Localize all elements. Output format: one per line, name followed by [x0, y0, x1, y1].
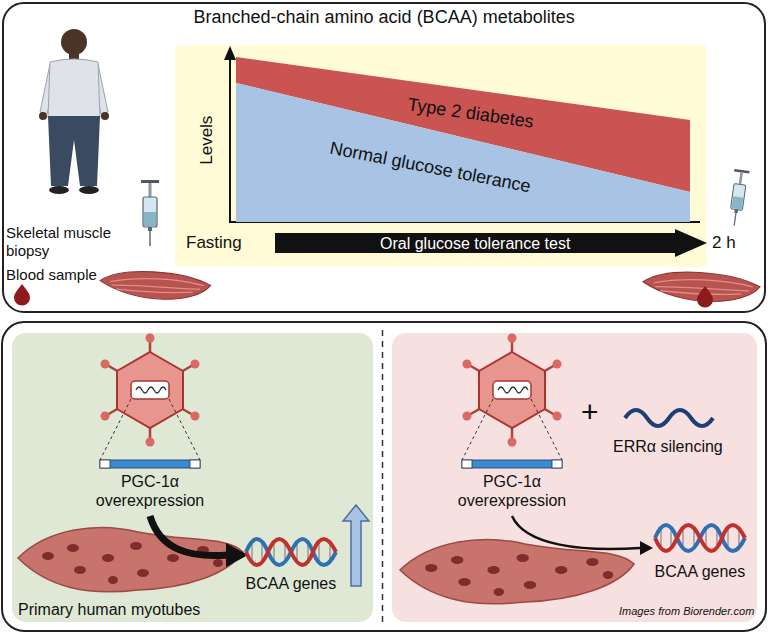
person-figure — [101, 112, 109, 120]
muscle-icon — [642, 266, 761, 306]
person-figure — [48, 59, 100, 118]
person-figure — [69, 53, 79, 61]
gene-label: BCAA genes — [655, 562, 746, 581]
syringe-icon — [141, 180, 159, 246]
person-figure — [40, 64, 56, 114]
weak-induction-arrow — [512, 516, 640, 549]
sample-label: Blood sample — [6, 266, 97, 284]
arrow-label: Oral glucose tolerance test — [380, 234, 570, 253]
myotube-icon — [18, 528, 243, 592]
myotube-icon — [400, 540, 634, 604]
cell-label: Primary human myotubes — [18, 600, 200, 619]
axis-arrowhead — [224, 46, 236, 60]
treatment-label: PGC-1α overexpression — [85, 472, 215, 510]
chart-area — [175, 45, 707, 267]
credit-note: Images from Biorender.com — [619, 605, 754, 618]
sample-label: Skeletal muscle biopsy — [6, 224, 126, 260]
control-panel: PGC-1α overexpressionBCAA genesPrimary h… — [12, 333, 373, 622]
person-figure — [61, 29, 87, 55]
treatment-label: ERRα silencing — [613, 437, 723, 456]
time-label: Fasting — [186, 233, 242, 253]
syringe-icon — [727, 169, 750, 227]
person-figure — [92, 64, 108, 114]
dna-helix — [655, 525, 745, 551]
panel-divider — [382, 330, 384, 625]
person-figure — [39, 29, 109, 194]
weak-induction-arrowhead — [640, 541, 653, 555]
sirna-wave — [625, 410, 713, 426]
upregulation-arrow — [343, 505, 369, 586]
panel-title: Branched-chain amino acid (BCAA) metabol… — [194, 7, 575, 29]
muscle-icon — [99, 266, 212, 304]
person-figure — [48, 116, 100, 186]
strong-induction-arrow — [150, 516, 228, 556]
person-figure — [49, 186, 69, 194]
plus-sign: + — [581, 394, 599, 430]
silencing-panel: PGC-1α overexpression ERRα silencingBCAA … — [392, 333, 757, 622]
bottom-panel-frame — [2, 322, 766, 631]
chart-axes — [229, 56, 231, 222]
blood-drop — [14, 284, 30, 306]
blood-drop — [697, 286, 713, 308]
person-figure — [39, 112, 47, 120]
chart-axes — [229, 56, 700, 222]
dna-helix — [246, 539, 336, 565]
ogtt-arrow: Oral glucose tolerance test — [275, 229, 707, 257]
top-panel: Branched-chain amino acid (BCAA) metabol… — [2, 2, 766, 313]
person-figure — [79, 186, 99, 194]
treatment-label: PGC-1α overexpression — [447, 472, 577, 510]
time-label: 2 h — [712, 233, 736, 253]
axis-label: Levels — [197, 116, 217, 165]
strong-induction-arrowhead — [226, 543, 248, 567]
normal-band-outline — [236, 83, 690, 222]
gene-label: BCAA genes — [246, 574, 337, 593]
virus-vector-icon — [462, 334, 562, 469]
virus-vector-icon — [100, 334, 200, 469]
ogtt-arrow-outline — [275, 229, 707, 257]
